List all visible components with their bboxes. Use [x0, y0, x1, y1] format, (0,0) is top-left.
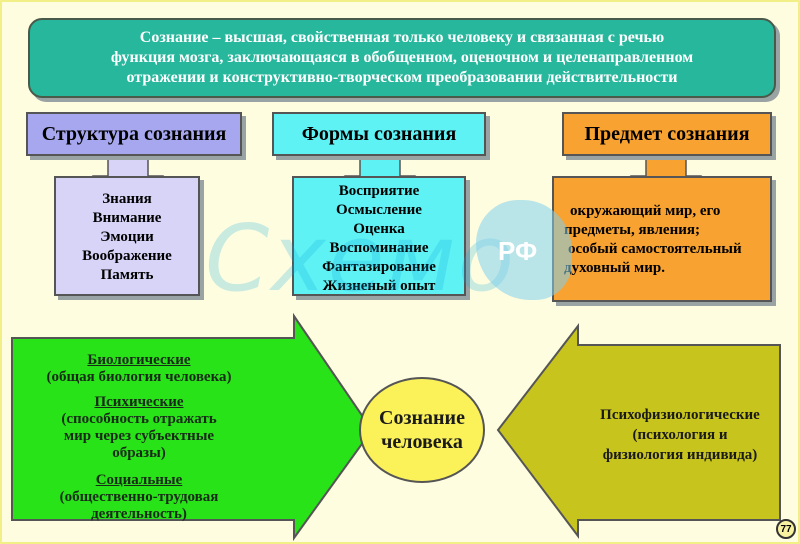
list-item: Жизненый опыт [322, 278, 436, 294]
psychic-desc: мир через субъектные [63, 428, 215, 444]
list-item: Знания [102, 191, 152, 207]
subject-line: духовный мир. [564, 260, 665, 276]
list-item: Воспоминание [329, 240, 429, 256]
psychic-desc: образы) [112, 445, 166, 461]
left-factors: Биологические (общая биология человека) … [14, 352, 264, 523]
subject-line: окружающий мир, его [570, 203, 721, 219]
center-line-2: человека [381, 431, 463, 453]
list-item: Фантазирование [322, 259, 436, 275]
forms-list: Восприятие Осмысление Оценка Воспоминани… [292, 176, 466, 296]
definition-line-1: Сознание – высшая, свойственная только ч… [139, 29, 665, 46]
list-item: Эмоции [100, 229, 154, 245]
right-factors: Психофизиологические (психология и физио… [580, 405, 780, 465]
psychic-desc: (способность отражать [61, 411, 217, 427]
page-number: 77 [776, 519, 796, 539]
structure-list: Знания Внимание Эмоции Воображение Памят… [54, 176, 200, 296]
definition-line-2: функция мозга, заключающаяся в обобщенно… [110, 49, 694, 66]
list-item: Оценка [353, 221, 405, 237]
social-title: Социальные [95, 472, 183, 488]
watermark-badge: РФ [498, 236, 538, 266]
psychic-title: Психические [94, 394, 184, 410]
subject-title: Предмет сознания [562, 112, 772, 156]
biological-desc: (общая биология человека) [46, 369, 232, 385]
watermark-badge-shape [476, 200, 572, 300]
right-line: (психология и [632, 427, 728, 443]
definition-box: Сознание – высшая, свойственная только ч… [28, 18, 776, 98]
left-factors-arrow [11, 312, 374, 542]
subject-line: предметы, явления; [564, 222, 700, 238]
list-item: Осмысление [336, 202, 422, 218]
center-line-1: Сознание [379, 407, 465, 429]
center-label: Сознание человека [364, 406, 480, 454]
structure-title: Структура сознания [26, 112, 242, 156]
list-item: Внимание [92, 210, 162, 226]
definition-line-3: отражении и конструктивно-творческом пре… [126, 69, 678, 86]
social-desc: (общественно-трудовая [59, 489, 219, 505]
list-item: Память [100, 267, 154, 283]
list-item: Восприятие [338, 183, 420, 199]
list-item: Воображение [82, 248, 172, 264]
social-desc: деятельность) [91, 506, 187, 522]
right-line: Психофизиологические [600, 407, 760, 423]
right-factors-arrow [496, 323, 781, 539]
biological-title: Биологические [87, 352, 191, 368]
subject-line: особый самостоятельный [568, 241, 742, 257]
right-line: физиология индивида) [602, 447, 758, 463]
forms-title: Формы сознания [272, 112, 486, 156]
watermark-text: Схемо [205, 205, 516, 312]
center-ellipse [359, 377, 485, 483]
subject-box: окружающий мир, его предметы, явления; о… [552, 176, 772, 302]
